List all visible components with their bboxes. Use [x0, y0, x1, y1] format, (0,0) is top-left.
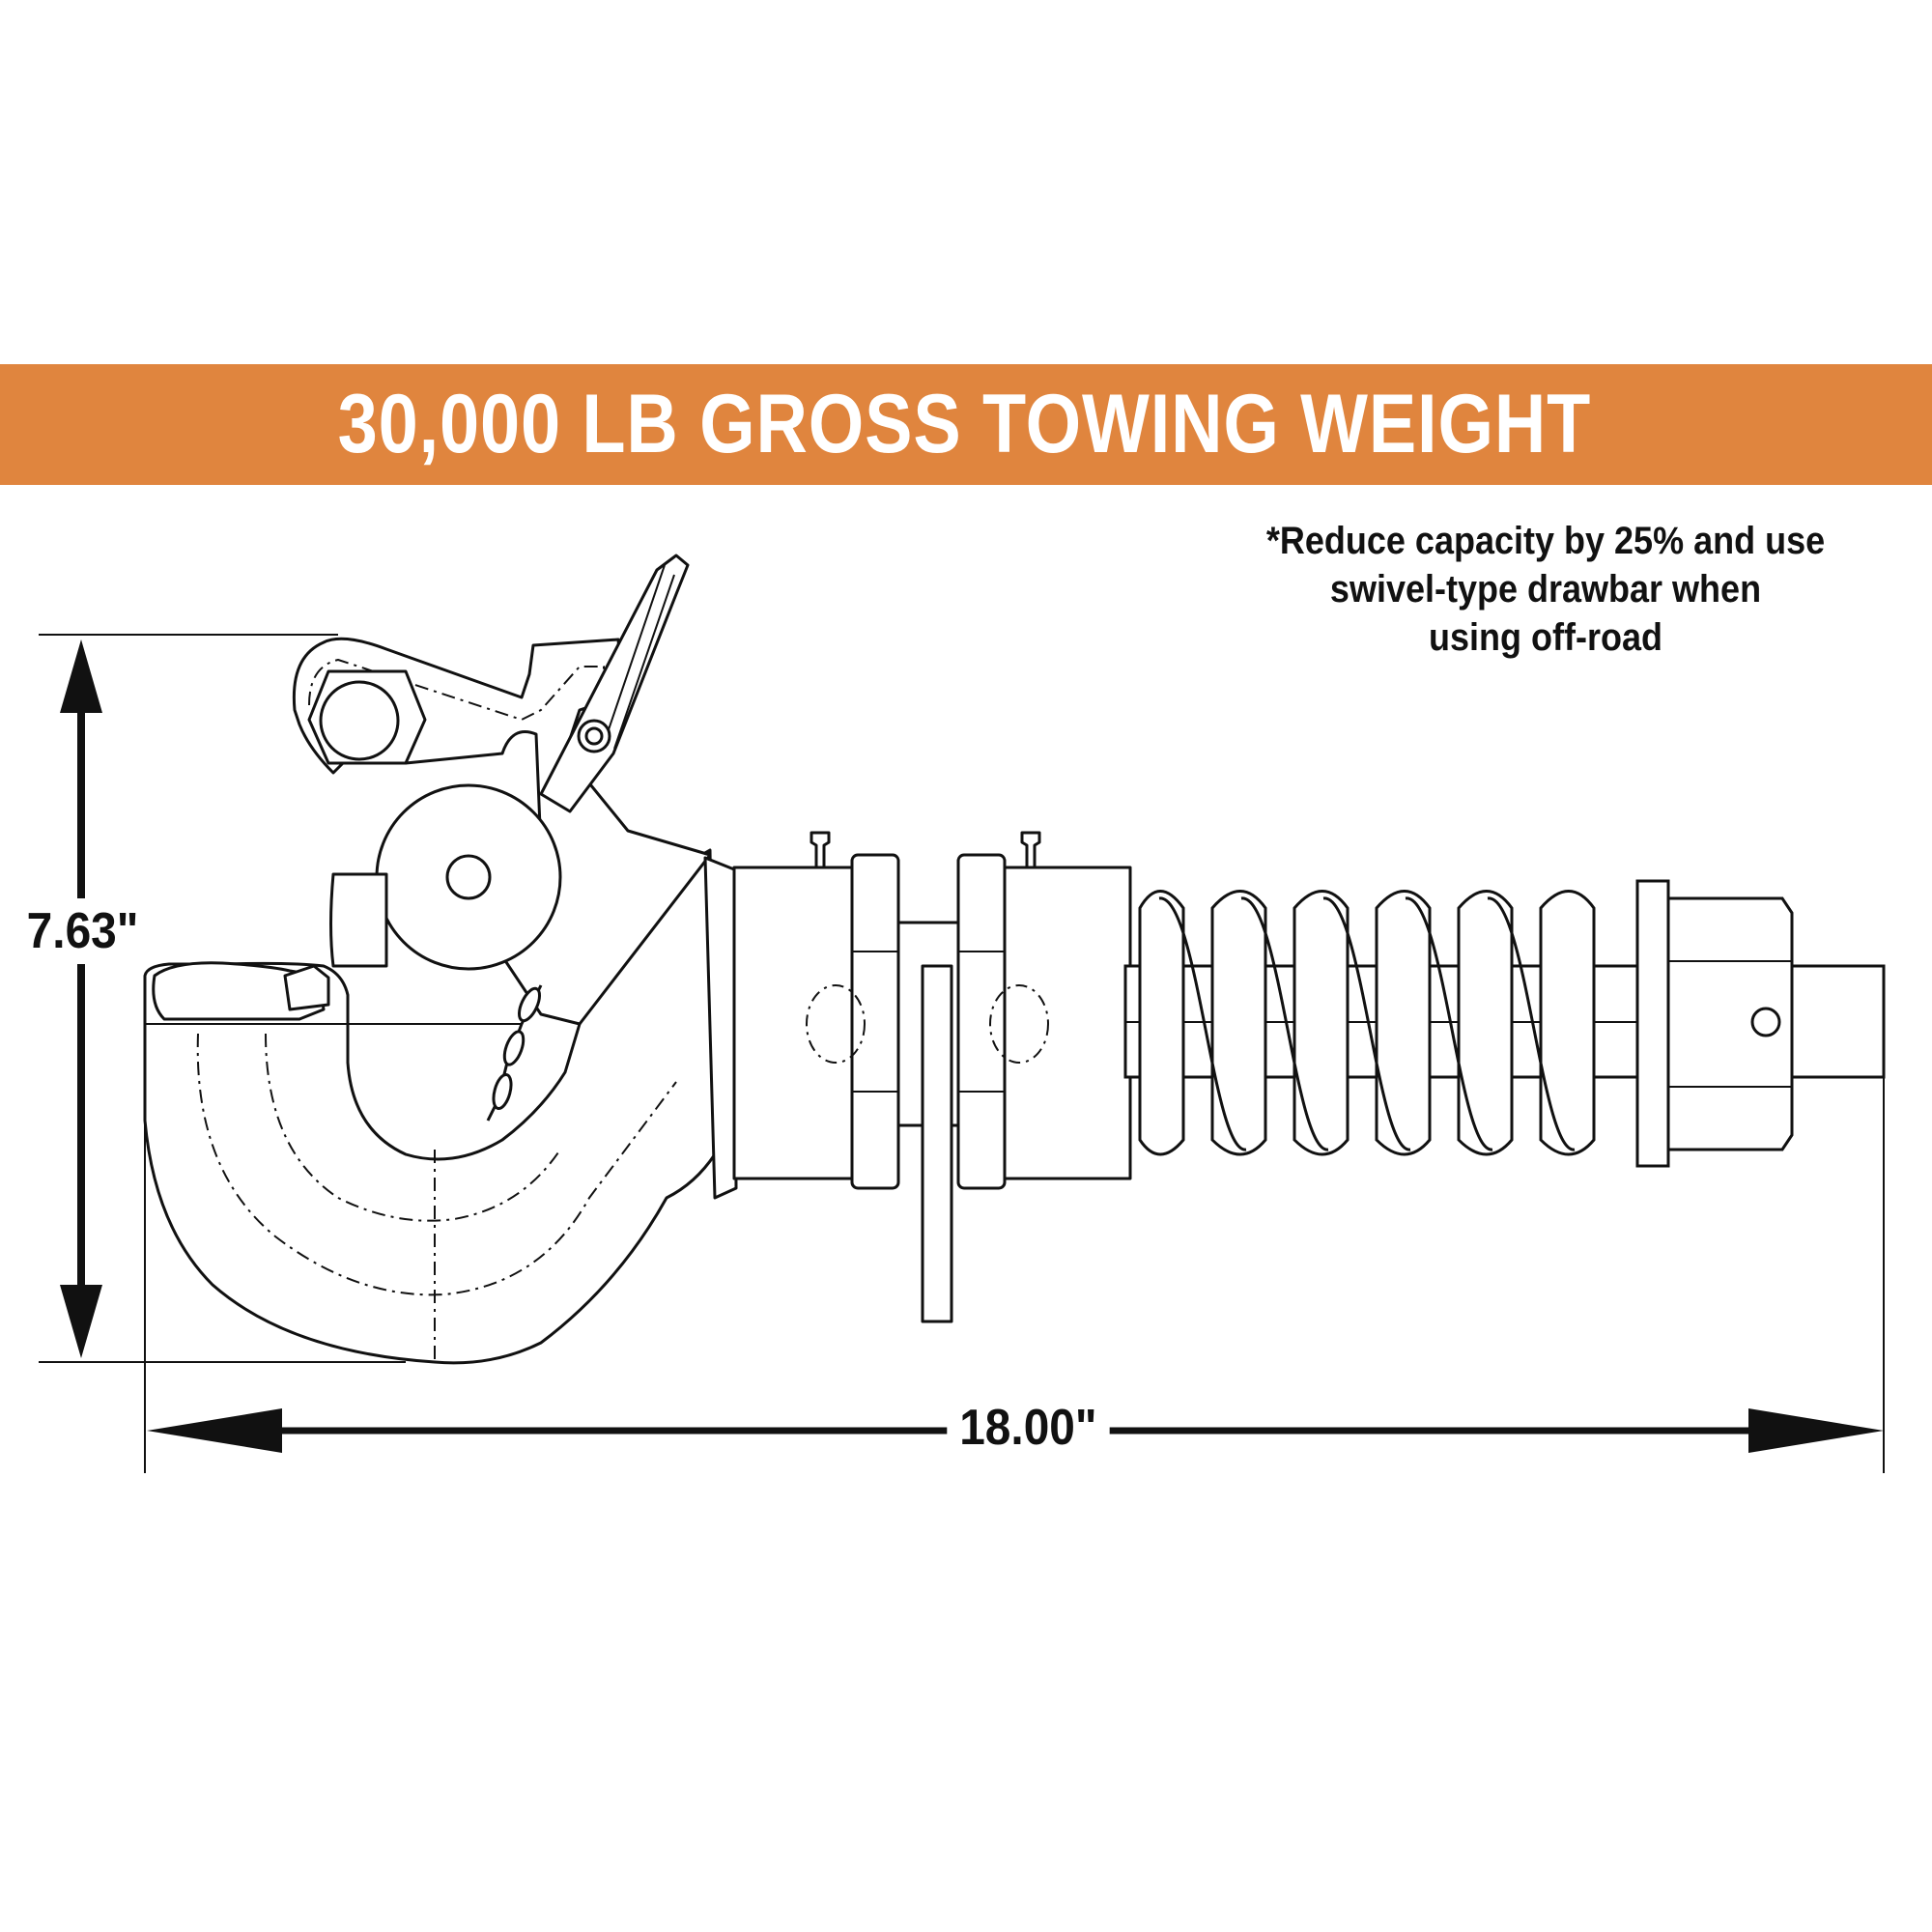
- mounting-pin-plate: [921, 964, 953, 1323]
- hook-inner-dashed: [196, 1033, 677, 1296]
- spring-washer: [1635, 879, 1670, 1168]
- chain-link: [502, 1030, 526, 1066]
- height-arrow-down: [60, 1285, 102, 1358]
- flange-plate-right: [956, 853, 1007, 1190]
- length-arrow-right: [1748, 1408, 1884, 1453]
- pintle-hook: [143, 554, 738, 1365]
- bolt-washer: [319, 680, 400, 761]
- grease-fitting-right: [1020, 831, 1041, 869]
- lever-line: [603, 564, 666, 745]
- hook-tip-cap: [283, 964, 330, 1011]
- spring-coil: [1210, 890, 1267, 1156]
- spring-assembly: [1123, 879, 1886, 1168]
- hook-tip: [152, 961, 326, 1021]
- latch-tab: [329, 872, 388, 968]
- note-line: swivel-type drawbar when: [1329, 568, 1762, 611]
- spring-wrap: [1158, 896, 1247, 1151]
- capacity-note: *Reduce capacity by 25% and use swivel-t…: [1215, 517, 1876, 662]
- flange-bolt-dashed: [806, 984, 866, 1064]
- shank-assembly: [732, 831, 1132, 1323]
- latch-outline-dashed: [308, 659, 605, 721]
- lock-roller-hole: [445, 854, 492, 900]
- height-label: 7.63": [23, 898, 143, 964]
- lever-line-2: [613, 574, 675, 750]
- hook-inner-dashed-2: [265, 1033, 561, 1222]
- note-line: using off-road: [1429, 616, 1662, 659]
- grease-fitting-left: [810, 831, 831, 869]
- spring-wrap: [1322, 896, 1411, 1151]
- spring-coil: [1539, 890, 1596, 1156]
- mount-collar: [703, 856, 738, 1200]
- spring-wrap: [1240, 896, 1329, 1151]
- length-label: 18.00": [947, 1399, 1110, 1457]
- title-banner: 30,000 LB GROSS TOWING WEIGHT: [0, 364, 1932, 485]
- chain-link: [492, 1072, 513, 1111]
- spring-wrap: [1405, 896, 1493, 1151]
- banner-title: 30,000 LB GROSS TOWING WEIGHT: [337, 378, 1591, 470]
- flange-bolt-dashed: [989, 984, 1049, 1064]
- height-dimension: [39, 634, 406, 1363]
- flange-plate-left: [850, 853, 900, 1190]
- release-lever: [539, 554, 690, 813]
- note-line: *Reduce capacity by 25% and use: [1265, 520, 1826, 562]
- housing-left: [732, 866, 862, 1180]
- spring-coil: [1293, 890, 1350, 1156]
- lever-pivot-inner: [584, 726, 604, 746]
- height-arrow-up: [60, 639, 102, 713]
- spring-coil: [1138, 890, 1185, 1156]
- coil-spring: [1138, 890, 1596, 1156]
- cotter-pin: [1750, 1007, 1781, 1037]
- spring-coil: [1375, 890, 1432, 1156]
- spring-wrap: [1487, 896, 1576, 1151]
- spring-coil: [1457, 890, 1514, 1156]
- length-arrow-left: [147, 1408, 282, 1453]
- shaft-end: [1790, 964, 1886, 1079]
- chain-link: [517, 986, 542, 1023]
